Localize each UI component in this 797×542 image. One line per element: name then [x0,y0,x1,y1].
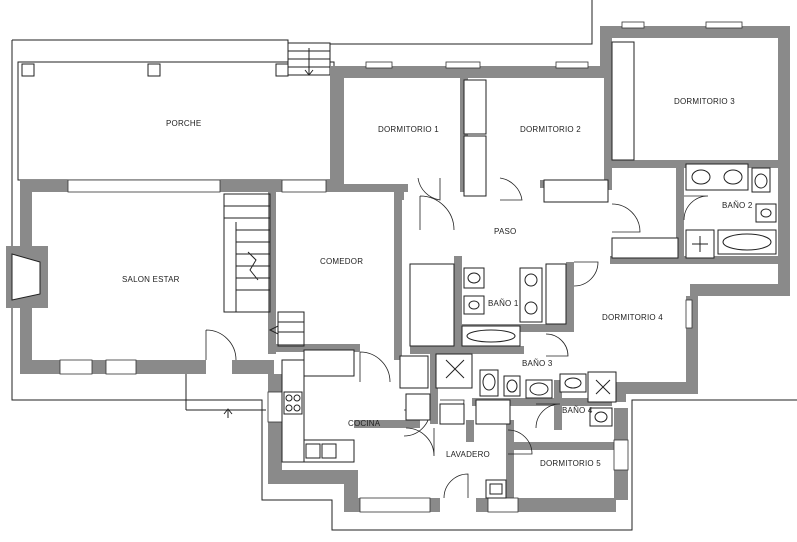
porch-steps [287,42,331,76]
room-label-paso: PASO [494,227,516,236]
closets [399,41,679,425]
room-label-dormitorio-3: DORMITORIO 3 [674,97,735,106]
room-label-salon-estar: SALON ESTAR [122,275,180,284]
room-label-bano-4: BAÑO 4 [562,406,593,415]
windows [59,21,743,513]
fixtures [185,163,777,499]
room-label-dormitorio-4: DORMITORIO 4 [602,313,663,322]
room-label-dormitorio-1: DORMITORIO 1 [378,125,439,134]
room-label-bano-2: BAÑO 2 [722,201,753,210]
staircase [223,193,305,347]
room-label-bano-3: BAÑO 3 [522,359,553,368]
site-outline [11,0,797,531]
room-label-cocina: COCINA [348,419,381,428]
room-label-bano-1: BAÑO 1 [488,299,519,308]
room-label-dormitorio-2: DORMITORIO 2 [520,125,581,134]
exterior-walls [6,26,790,512]
doors [205,177,709,499]
room-label-dormitorio-5: DORMITORIO 5 [540,459,601,468]
room-label-comedor: COMEDOR [320,257,363,266]
porch-area [17,42,335,181]
room-label-lavadero: LAVADERO [446,450,490,459]
room-label-porche: PORCHE [166,119,201,128]
room-labels: PORCHE SALON ESTAR COMEDOR COCINA LAVADE… [122,97,753,468]
